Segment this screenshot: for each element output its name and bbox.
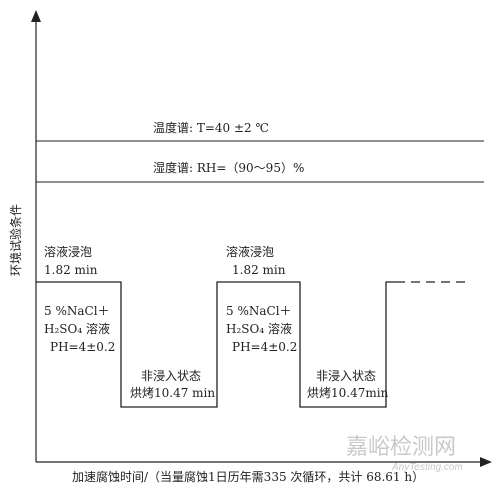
phase1-immersion-title: 溶液浸泡 xyxy=(44,244,92,259)
watermark-brand: 嘉峪检测网 xyxy=(346,435,456,460)
phase1-solution-line1: 5 %NaCl＋ xyxy=(44,304,110,318)
bake2-state: 非浸入状态 xyxy=(316,369,376,383)
y-axis-arrowhead xyxy=(31,10,41,22)
x-axis-arrowhead xyxy=(480,457,492,467)
humidity-spec-label: 湿度谱: RH=（90～95）% xyxy=(153,160,304,175)
phase2-solution-line1: 5 %NaCl＋ xyxy=(226,304,292,318)
bake2-time: 烘烤10.47min xyxy=(307,385,389,400)
phase2-immersion-title: 溶液浸泡 xyxy=(226,244,274,259)
bake1-time: 烘烤10.47 min xyxy=(130,385,215,400)
y-axis-label: 环境试验条件 xyxy=(8,204,23,276)
bake1-state: 非浸入状态 xyxy=(141,369,201,383)
phase1-immersion-time: 1.82 min xyxy=(44,263,98,277)
x-axis-label: 加速腐蚀时间/（当量腐蚀1日历年需335 次循环，共计 68.61 h） xyxy=(72,469,424,484)
temperature-spec-label: 温度谱: T=40 ±2 ℃ xyxy=(153,120,269,135)
phase2-solution-line2: H₂SO₄ 溶液 xyxy=(226,321,292,336)
watermark-site: AnyTesting.com xyxy=(391,462,463,473)
cycle-waveform xyxy=(36,281,396,408)
phase2-solution-line3: PH=4±0.2 xyxy=(232,340,297,354)
phase2-immersion-time: 1.82 min xyxy=(232,263,286,277)
phase1-solution-line3: PH=4±0.2 xyxy=(50,340,115,354)
phase1-solution-line2: H₂SO₄ 溶液 xyxy=(44,321,110,336)
